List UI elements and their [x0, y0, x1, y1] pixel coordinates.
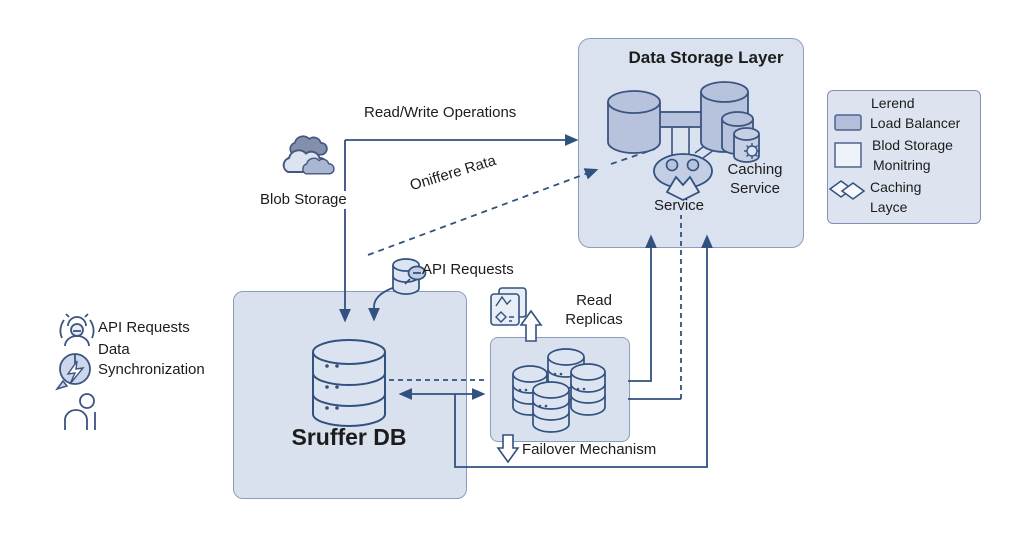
left-synchronization-label: Synchronization [98, 361, 205, 378]
read-replicas-label-line1: Read [576, 292, 612, 309]
gear-icon [744, 143, 760, 159]
legend-item-monitring: Monitring [873, 157, 931, 173]
caching-service-label-line1: Caching [727, 161, 783, 178]
left-data-label: Data [98, 341, 130, 358]
legend-item-layce: Layce [870, 199, 908, 215]
legend-item-load-balancer: Load Balancer [870, 115, 961, 131]
legend-title: Lerend [871, 95, 915, 111]
support-icon [59, 313, 95, 347]
legend-filled-rect-swatch [834, 114, 862, 131]
api-requests-mid-label: API Requests [422, 261, 514, 278]
left-api-requests-label: API Requests [98, 319, 190, 336]
sruffer-db-cylinder-icon [312, 339, 386, 427]
service-label: Service [654, 197, 705, 214]
down-arrow-icon [496, 434, 520, 464]
storage-db-icon [607, 90, 661, 154]
data-storage-layer-title: Data Storage Layer [628, 48, 784, 67]
read-replicas-label-line2: Replicas [565, 311, 623, 328]
sruffer-db-title: Sruffer DB [291, 424, 407, 450]
caching-cylinders-icon [700, 81, 760, 163]
person-icon [64, 393, 96, 430]
edge-replicas-to-storage [628, 234, 657, 382]
failover-label: Failover Mechanism [522, 441, 657, 458]
replica-docs-icon [490, 287, 527, 326]
blob-storage-label: Blob Storage [258, 191, 349, 209]
up-arrow-icon [519, 309, 543, 342]
edge-failover-loop [454, 234, 713, 468]
mask-icon [653, 153, 713, 202]
api-db-icon [392, 258, 427, 295]
sync-icon [55, 353, 91, 391]
legend-swatches [828, 114, 866, 200]
replica-cluster-icon [512, 348, 606, 433]
edge-label-read-write: Read/Write Operations [364, 104, 517, 121]
legend-item-caching: Caching [870, 179, 922, 195]
legend-outline-rect-swatch [834, 142, 862, 168]
connector-lines [339, 134, 713, 468]
legend-item-blod-storage: Blod Storage [872, 137, 953, 153]
edge-oniffere-dashed [367, 168, 599, 256]
caching-service-label-line2: Service [729, 180, 781, 197]
legend-diamond-swatch-front [840, 182, 866, 200]
blob-storage-icon [282, 135, 335, 175]
